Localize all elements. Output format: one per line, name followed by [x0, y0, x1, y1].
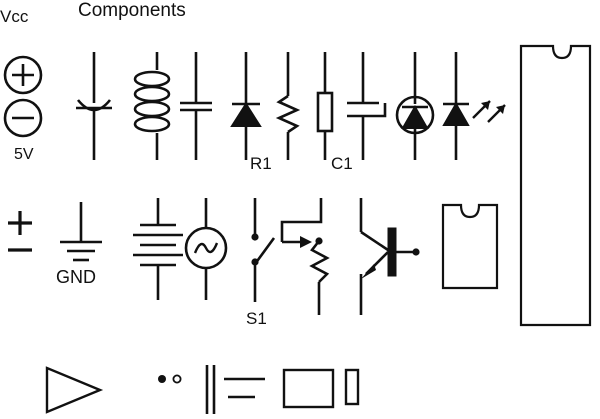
switch-terminal-top — [251, 233, 259, 241]
inductor-loop-4 — [133, 115, 171, 133]
plus-circle-icon — [3, 55, 43, 95]
led-symbol — [442, 52, 506, 160]
led-anode-triangle — [442, 101, 470, 126]
capacitor-symbol — [180, 52, 212, 160]
transistor-base-bar — [387, 227, 397, 277]
switch-s1-label: S1 — [246, 309, 267, 328]
transistor-base-terminal — [412, 248, 420, 256]
parallel-lines-symbol — [205, 365, 216, 414]
transistor-collector-slope — [360, 230, 392, 254]
amplifier-body — [45, 366, 104, 414]
npn-transistor-symbol — [359, 198, 420, 315]
rectangle-block-symbol — [282, 368, 335, 409]
inductor-loop-1 — [133, 70, 171, 88]
resistor-zigzag-body — [275, 94, 301, 134]
boxres-body — [316, 91, 334, 133]
terminal-dot-filled — [158, 375, 166, 383]
diode-symbol — [230, 52, 262, 160]
switch-symbol — [251, 198, 276, 302]
integrated-circuit-small-symbol — [441, 203, 499, 290]
potentiometer-symbol — [280, 198, 330, 315]
polarized-capacitor-symbol — [76, 52, 112, 160]
circled-diode-symbol — [395, 52, 435, 160]
led-arrow-1-head — [481, 101, 490, 110]
ground-symbol — [60, 202, 102, 262]
ground-label: GND — [56, 267, 96, 287]
trimmer-plate-angled — [347, 103, 387, 118]
page-title: Components — [78, 0, 186, 21]
terminal-dot-hollow — [172, 374, 182, 384]
transistor-emitter-arrow — [361, 264, 376, 279]
horizontal-bars-symbol — [224, 377, 265, 399]
resistor-box-symbol — [316, 52, 334, 160]
resistor-r1-label: R1 — [250, 154, 272, 173]
led-arrow-2-head — [496, 105, 505, 114]
polarity-markers — [8, 211, 32, 252]
ic-small-outline — [441, 203, 499, 290]
minus-circle-icon — [3, 98, 43, 138]
ac-source-symbol — [184, 198, 228, 300]
pot-top-lead-bracket — [280, 198, 323, 242]
narrow-rectangle-block-symbol — [344, 368, 360, 406]
narrow-rectangle-block-body — [344, 368, 360, 406]
battery-symbol — [133, 198, 183, 300]
terminal-dots-symbol — [158, 374, 182, 384]
rectangle-block-body — [282, 368, 335, 409]
vcc-label: Vcc — [0, 7, 29, 26]
vcc-power-source — [3, 55, 43, 138]
amplifier-triangle-symbol — [45, 366, 104, 414]
integrated-circuit-large-symbol — [519, 44, 592, 327]
ic-large-outline — [519, 44, 592, 327]
capacitor-c1-label: C1 — [331, 154, 353, 173]
trimmer-capacitor-symbol — [347, 52, 387, 160]
diode-anode-triangle — [230, 102, 262, 127]
inductor-symbol — [133, 52, 171, 160]
switch-blade — [253, 237, 276, 265]
circdiode-anode-triangle — [401, 104, 429, 129]
pot-resistive-element — [309, 240, 330, 283]
resistor-zigzag-symbol — [275, 52, 301, 160]
ac-sine-wave — [193, 242, 219, 254]
led-emission-arrows — [472, 100, 506, 123]
voltage-label: 5V — [14, 146, 34, 163]
pot-wiper-arrow-head — [300, 236, 312, 248]
inductor-loop-2 — [133, 85, 171, 103]
inductor-loop-3 — [133, 100, 171, 118]
